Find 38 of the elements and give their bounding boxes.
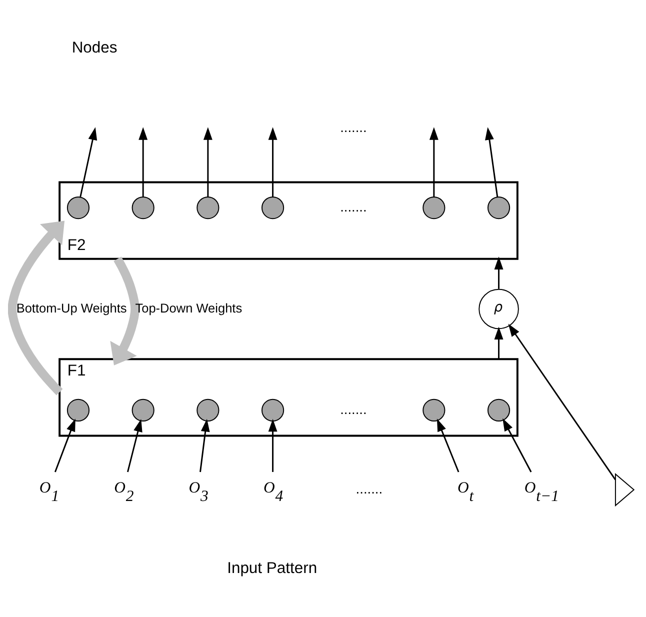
node-circle <box>196 196 220 219</box>
arrow <box>203 126 212 196</box>
label: ....... <box>356 480 383 496</box>
arrow <box>54 418 76 472</box>
label: Input Pattern <box>227 560 318 577</box>
arrow <box>126 418 142 472</box>
arrow <box>436 418 460 472</box>
edge-label: Bottom-Up Weights <box>16 300 127 315</box>
node-circle <box>66 398 90 421</box>
arrow <box>268 126 278 196</box>
node-bracket <box>614 472 635 506</box>
label: ....... <box>340 119 367 134</box>
arrow <box>110 256 140 365</box>
node-circle <box>487 196 510 219</box>
label: Nodes <box>72 38 118 56</box>
arrow <box>268 418 278 472</box>
arrow <box>502 418 532 472</box>
label: ....... <box>340 401 367 416</box>
node-circle <box>132 398 154 421</box>
node-circle <box>422 398 446 421</box>
label: ....... <box>340 198 367 214</box>
arrow <box>508 323 616 480</box>
node-circle <box>261 196 284 219</box>
arrow <box>8 220 65 395</box>
arrow <box>494 256 504 288</box>
node-circle <box>196 398 220 421</box>
node-circle <box>422 196 446 219</box>
node-circle <box>487 398 510 421</box>
arrow <box>494 326 504 359</box>
node-circle <box>66 196 90 219</box>
arrow <box>429 126 438 196</box>
node-circle: ρ <box>478 288 519 329</box>
node-circle <box>261 398 284 421</box>
arrow <box>200 418 210 472</box>
edge-label: Top-Down Weights <box>135 300 242 315</box>
arrow <box>138 126 148 196</box>
arrow <box>80 126 98 197</box>
node-circle <box>132 196 154 219</box>
